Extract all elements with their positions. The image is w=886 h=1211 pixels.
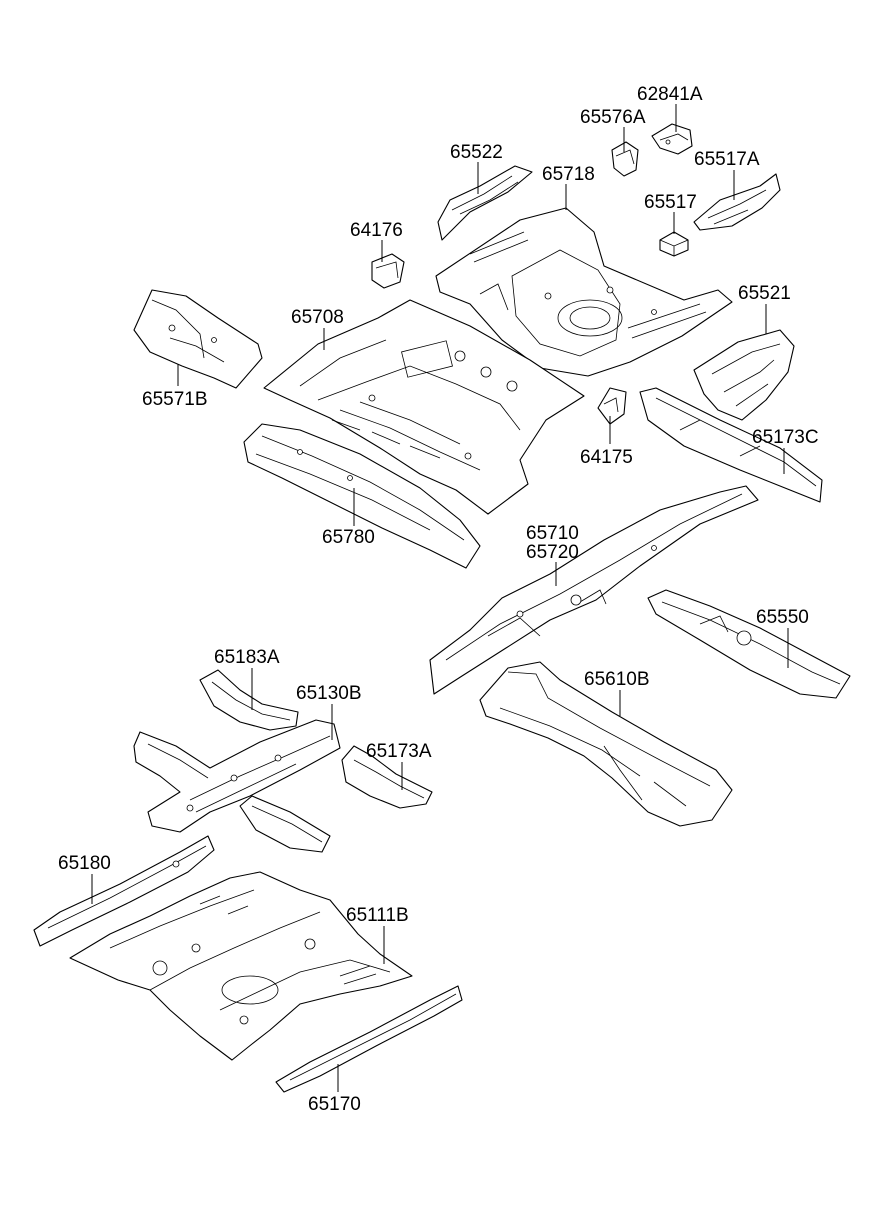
part-label-65183A[interactable]: 65183A [214, 647, 280, 668]
part-label-65550[interactable]: 65550 [756, 607, 809, 628]
part-drawing-65517 [659, 231, 689, 257]
part-label-65571B[interactable]: 65571B [142, 389, 208, 410]
part-label-65576A[interactable]: 65576A [580, 107, 646, 128]
part-label-65718[interactable]: 65718 [542, 164, 595, 185]
part-label-65517A[interactable]: 65517A [694, 149, 760, 170]
part-drawing-65173A [341, 745, 433, 809]
part-drawing-65710-65720 [429, 485, 759, 695]
part-drawing-65571B [133, 289, 263, 389]
part-label-65710[interactable]: 65710 [526, 523, 579, 544]
part-drawing-62841A [651, 123, 693, 155]
part-label-65170[interactable]: 65170 [308, 1094, 361, 1115]
part-drawing-65111B [69, 871, 413, 1061]
part-label-65111B[interactable]: 65111B [346, 905, 409, 926]
part-label-64175[interactable]: 64175 [580, 447, 633, 468]
leader-lines [91, 104, 789, 1092]
part-drawing-65180 [33, 835, 215, 947]
part-label-65780[interactable]: 65780 [322, 527, 375, 548]
part-drawing-65708 [263, 299, 585, 515]
part-label-65130B[interactable]: 65130B [296, 683, 362, 704]
part-label-65180[interactable]: 65180 [58, 853, 111, 874]
part-drawing-64176 [371, 253, 405, 289]
part-label-65708[interactable]: 65708 [291, 307, 344, 328]
part-drawing-65517A [693, 173, 781, 231]
part-drawing-65521 [693, 329, 795, 421]
part-drawing-65170 [275, 985, 463, 1093]
part-drawing-65610B [479, 661, 733, 827]
part-drawing-64175 [597, 387, 627, 425]
part-label-62841A[interactable]: 62841A [637, 84, 703, 105]
part-drawing-65130B [133, 719, 341, 853]
part-label-64176[interactable]: 64176 [350, 220, 403, 241]
part-drawing-65173C [639, 387, 823, 503]
part-label-65720[interactable]: 65720 [526, 542, 579, 563]
part-labels: 62841A 65576A 65522 65718 65517A 64176 6… [58, 84, 819, 1115]
part-drawing-65522 [437, 165, 533, 241]
part-label-65522[interactable]: 65522 [450, 142, 503, 163]
part-drawing-65550 [647, 589, 851, 699]
part-label-65173A[interactable]: 65173A [366, 741, 432, 762]
part-label-65521[interactable]: 65521 [738, 283, 791, 304]
part-drawing-65576A [611, 141, 639, 177]
part-label-65610B[interactable]: 65610B [584, 669, 650, 690]
part-drawing-65718 [435, 207, 733, 377]
part-drawing-65780 [243, 423, 481, 569]
part-label-65173C[interactable]: 65173C [752, 427, 819, 448]
part-drawing-65183A [199, 669, 299, 731]
part-label-65517[interactable]: 65517 [644, 192, 697, 213]
